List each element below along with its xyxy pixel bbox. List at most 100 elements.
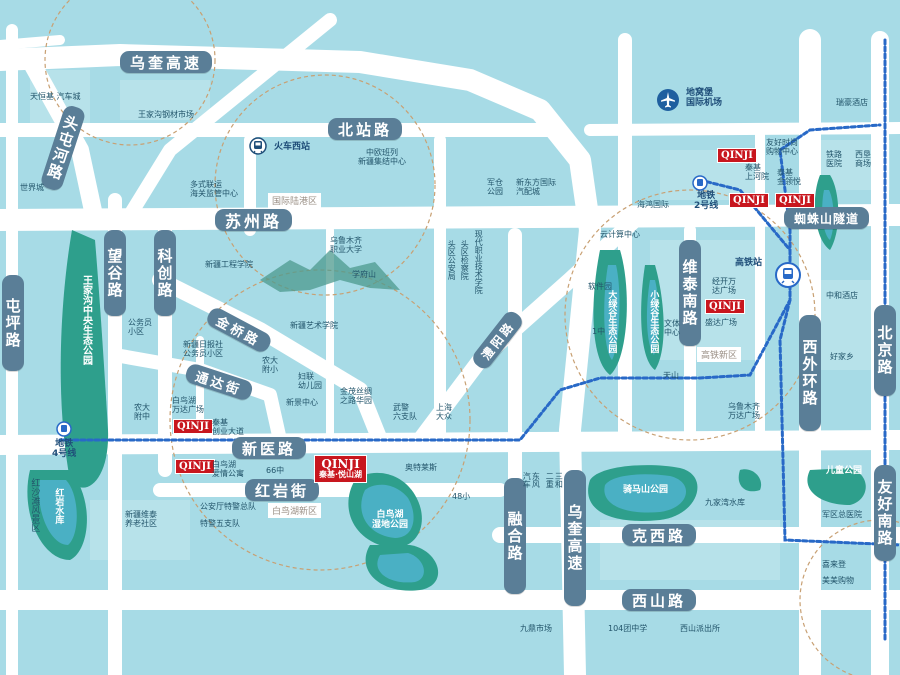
- poi-zhongou: 中欧班列新疆集结中心: [358, 148, 406, 167]
- park-qima: 骑马山公园: [623, 485, 669, 495]
- poi-haihong: 海鸿国际: [637, 200, 669, 209]
- poi-104tuan: 104团中学: [608, 624, 648, 633]
- poi-baiyin-wanda: 白鸟湖万达广场: [172, 396, 204, 415]
- road-suzhou: 苏州路: [215, 209, 293, 231]
- poi-youhao-gouwu: 友好时尚购物中心: [766, 138, 798, 157]
- park-wangjiagou: 王家沟中央生态公园: [80, 275, 92, 365]
- station-metro4: 地铁 4号线: [52, 439, 76, 460]
- road-beizhan: 北站路: [328, 118, 403, 140]
- poi-wujing: 武警六支队: [393, 403, 417, 422]
- poi-qinji-chuangye: 秦基创业大道: [212, 418, 244, 437]
- poi-wangjiagou-steel: 王家沟钢材市场: [138, 110, 194, 119]
- road-weitai: 维泰南路: [679, 240, 701, 346]
- poi-jiuding: 九鼎市场: [520, 624, 552, 633]
- poi-xizhan-gongyuan: 西垦商场: [855, 150, 871, 169]
- poi-tianshan: 天山: [663, 371, 679, 380]
- poi-nongda-fuzhong: 农大附中: [134, 403, 150, 422]
- station-gaotie: 高铁站: [735, 258, 763, 268]
- park-baiyinhu: 白鸟湖湿地公园: [372, 510, 409, 531]
- road-hongyan: 红岩街: [245, 479, 320, 501]
- brand-qinji-3: QINJI: [775, 193, 815, 208]
- airport-line2: 国际机场: [686, 98, 723, 109]
- poi-xueshan: 学府山: [352, 270, 376, 279]
- brand-qinji-2: QINJI: [729, 193, 769, 208]
- poi-48xiao: 48小: [452, 492, 471, 501]
- brand-qinji-6: QINJI: [175, 459, 215, 474]
- poi-jinmao: 金茂丝绸之路华园: [340, 387, 372, 406]
- metro2-line2: 2号线: [694, 201, 719, 212]
- poi-tejing: 特警五支队: [200, 519, 240, 528]
- brand-qinji-5: QINJI: [173, 419, 213, 434]
- brand-qinji-4: QINJI: [705, 299, 745, 314]
- poi-shanghai-da: 上海大众: [436, 403, 452, 422]
- road-kechuang: 科创路: [154, 230, 176, 316]
- zone-baiyinhu-new-district: 白鸟湖新区: [268, 503, 322, 518]
- airport-line1: 地窝堡: [686, 88, 714, 98]
- brand-qinji-1: QINJI: [717, 148, 757, 163]
- poi-66zhong: 66中: [266, 466, 285, 475]
- airplane-icon: [657, 89, 679, 111]
- poi-meimei: 美美购物: [822, 576, 854, 585]
- poi-juncang: 军仓公园: [487, 178, 503, 197]
- poi-tielu-yiyuan: 铁路医院: [826, 150, 842, 169]
- poi-wulumuqi-zhiye: 乌鲁木齐职业大学: [330, 236, 362, 255]
- poi-xiandai: 现代职业技术学院: [474, 230, 484, 294]
- road-beijing: 北京路: [874, 305, 896, 396]
- high-speed-rail-icon: [775, 262, 801, 288]
- poi-tianheng: 天恒基 汽车城: [30, 92, 81, 101]
- park-hongshatan: 红沙滩风景区: [29, 478, 40, 532]
- road-wukui-expressway: 乌奎高速: [120, 51, 213, 73]
- poi-jiujiawan: 九家湾水库: [705, 498, 745, 507]
- zone-gaotie-new-district: 高铁新区: [697, 347, 742, 362]
- poi-shengda: 盛达广场: [705, 318, 737, 327]
- poi-duogong: 多式联运海关监管中心: [190, 180, 238, 199]
- metro-icon: [692, 175, 708, 191]
- metro2-line1: 地铁: [697, 191, 716, 201]
- metro-icon-4: [56, 421, 72, 437]
- poi-dongfeng: 东风汽车: [522, 472, 541, 488]
- poi-yunji: 云计算中心: [600, 230, 640, 239]
- poi-xindongfang: 新东方国际汽配城: [516, 178, 556, 197]
- zone-international-port: 国际陆港区: [268, 193, 322, 208]
- poi-xinjiang-gongcheng: 新疆工程学院: [205, 260, 253, 269]
- poi-aotelaisi: 奥特莱斯: [405, 463, 437, 472]
- poi-xihe: 喜来登: [822, 560, 846, 569]
- poi-haojiaxiang: 好家乡: [830, 352, 854, 361]
- road-wukui-south: 乌奎高速: [564, 470, 586, 606]
- poi-xinjiang-ribao: 新疆日报社公务员小区: [183, 340, 223, 359]
- poi-gongan-te: 公安厅特警总队: [200, 502, 256, 511]
- poi-toutun-gongan: 头区公安局: [447, 240, 457, 280]
- road-ronghe: 融合路: [504, 478, 526, 594]
- project-marker: QINJI 秦基·悦山湖: [314, 455, 368, 483]
- park-daluyu: 大绿谷生态公园: [606, 290, 617, 353]
- poi-xinjing-zhongxin: 新景中心: [286, 398, 318, 407]
- station-airport: 地窝堡 国际机场: [686, 88, 722, 109]
- poi-shijie: 世界城: [20, 183, 44, 192]
- poi-gongshe: 公务员小区: [128, 318, 152, 337]
- road-xishan: 西山路: [622, 589, 697, 611]
- poi-jingkai: 经开万达广场: [712, 277, 736, 296]
- station-metro2: 地铁 2号线: [694, 191, 718, 212]
- park-children: 儿童公园: [826, 466, 863, 476]
- poi-yanglao: 新疆维泰养老社区: [125, 510, 157, 529]
- poi-sanhe: 三和二重: [545, 472, 564, 488]
- poi-toutun-jiancha: 头区检察院: [460, 240, 470, 280]
- road-wanggu: 望谷路: [104, 230, 126, 316]
- poi-tai-jin: 泰基金领悦: [777, 168, 801, 187]
- road-zhizhushan-tunnel: 蜘蛛山隧道: [784, 207, 870, 229]
- poi-wulumuqi-wanda: 乌鲁木齐万达广场: [728, 402, 760, 421]
- poi-yizhong: 1中: [592, 327, 606, 336]
- project-brand: QINJI: [321, 457, 360, 471]
- poi-wenti: 文体中心: [664, 319, 680, 338]
- project-name: 秦基·悦山湖: [319, 470, 363, 480]
- road-tunping: 屯坪路: [2, 275, 24, 371]
- road-xinyi: 新医路: [232, 437, 307, 459]
- poi-xishan-pcs: 西山派出所: [680, 624, 720, 633]
- station-train-west: 火车西站: [274, 142, 311, 152]
- poi-jungu: 军区总医院: [822, 510, 862, 519]
- poi-ruihao: 瑞豪酒店: [836, 98, 868, 107]
- poi-qinji-shanghe: 秦基上河院: [745, 163, 769, 182]
- poi-ruanjian: 软件园: [588, 282, 612, 291]
